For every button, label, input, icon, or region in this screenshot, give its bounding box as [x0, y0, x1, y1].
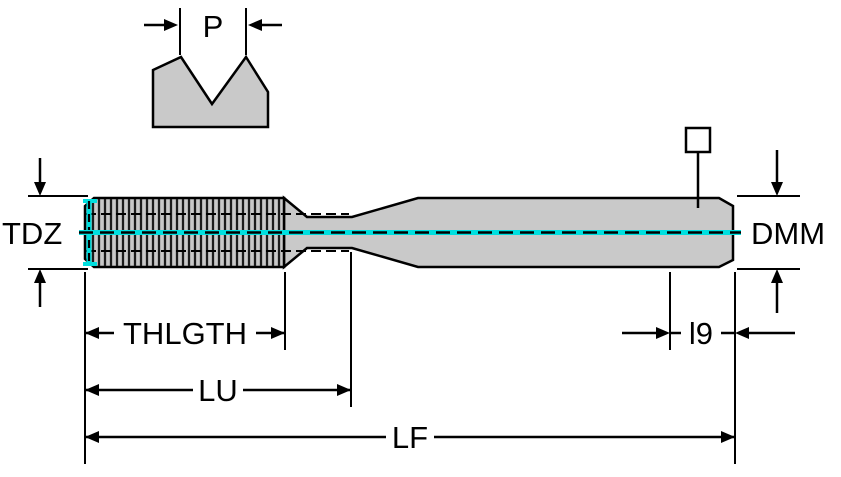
label-backing	[114, 316, 256, 350]
tap-body-group	[79, 126, 741, 270]
arrowhead	[164, 19, 178, 31]
arrowhead	[85, 327, 99, 339]
tdz-label: TDZ	[2, 216, 62, 251]
arrowhead	[337, 384, 351, 396]
thlgth-dimension-group: THLGTH	[85, 316, 285, 351]
lu-dimension-group: LU	[85, 373, 351, 408]
arrowhead	[656, 327, 670, 339]
arrowhead	[271, 327, 285, 339]
square-drive-icon	[684, 126, 712, 154]
label-backing	[193, 373, 243, 407]
extension-lines-group	[84, 252, 736, 464]
label-backing	[386, 420, 434, 454]
lu-label: LU	[198, 373, 238, 408]
label-backing	[681, 316, 721, 350]
arrowhead	[735, 327, 749, 339]
arrowhead	[721, 431, 735, 443]
lf-dimension-group: LF	[85, 420, 735, 455]
arrowhead	[248, 19, 262, 31]
arrowhead	[85, 431, 99, 443]
thlgth-label: THLGTH	[123, 316, 247, 351]
l9-dimension-group: l9	[622, 316, 795, 351]
pitch-label: P	[203, 9, 224, 44]
arrowhead	[34, 269, 46, 283]
dmm-dimension-group: DMM	[737, 150, 825, 313]
arrowhead	[771, 182, 783, 196]
arrowhead	[85, 384, 99, 396]
tdz-dimension-group: TDZ	[2, 158, 88, 307]
thread-profile-group: P	[144, 8, 282, 129]
thread-profile-shape	[151, 54, 270, 129]
l9-label: l9	[689, 316, 713, 351]
lf-label: LF	[392, 420, 428, 455]
arrowhead	[34, 182, 46, 196]
arrowhead	[771, 269, 783, 283]
dmm-label: DMM	[751, 216, 825, 251]
